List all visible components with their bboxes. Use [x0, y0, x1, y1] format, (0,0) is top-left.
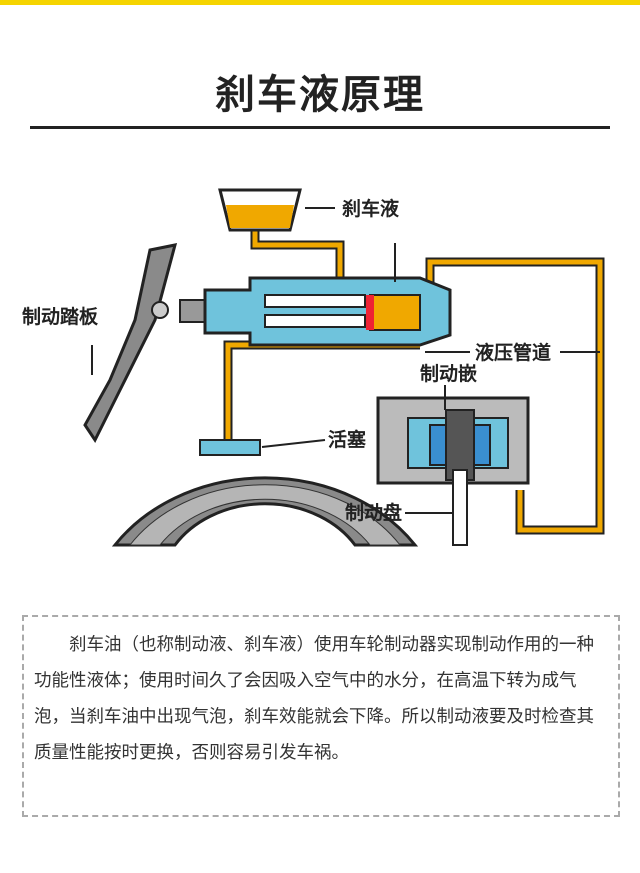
label-brake-disc: 制动盘	[345, 501, 402, 524]
brake-drum	[111, 476, 419, 547]
label-brake-pedal: 制动踏板	[22, 305, 99, 328]
page-title: 刹车液原理	[215, 72, 425, 118]
label-brake-fluid: 刹车液	[342, 197, 400, 220]
description-text: 刹车油（也称制动液、刹车液）使用车轮制动器实现制动作用的一种功能性液体；使用时间…	[22, 615, 620, 817]
wheel-cylinder	[199, 439, 261, 456]
brake-pedal	[83, 243, 178, 443]
label-caliper: 制动嵌	[420, 362, 477, 385]
master-cylinder	[179, 276, 452, 347]
label-piston: 活塞	[328, 428, 367, 451]
top-accent-bar	[0, 0, 640, 5]
brake-disc	[452, 469, 468, 546]
brake-caliper	[376, 396, 530, 485]
label-hydraulic-lines: 液压管道	[475, 341, 551, 364]
title-divider	[30, 126, 610, 129]
brake-diagram: 刹车液 制动踏板 液压管道 制动嵌 活塞 制动盘	[22, 188, 605, 547]
